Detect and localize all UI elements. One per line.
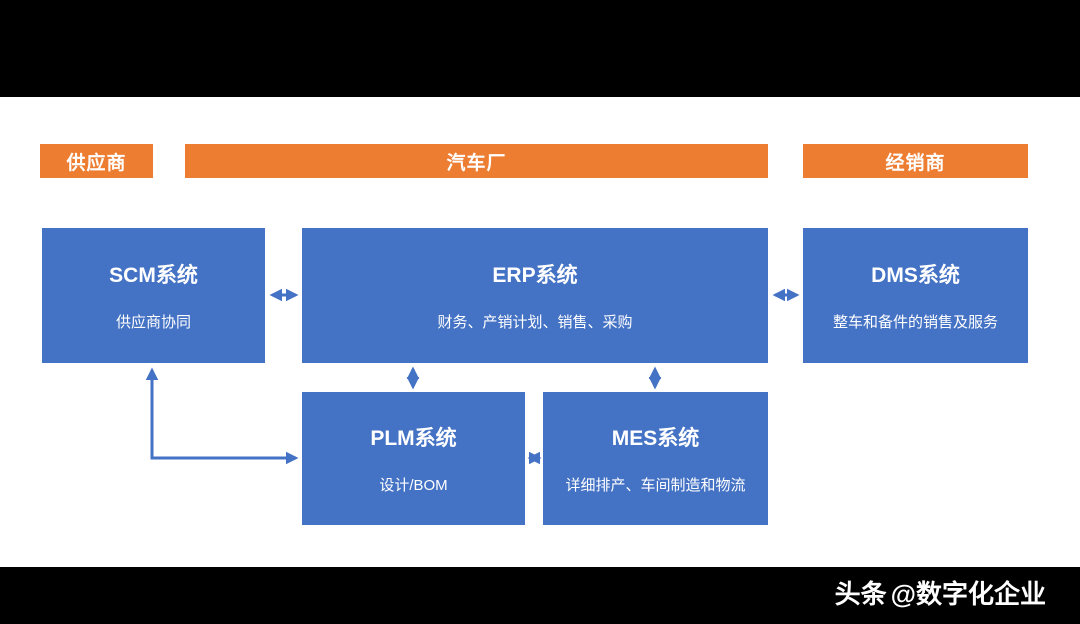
lane-header-factory-label: 汽车厂: [446, 152, 507, 174]
system-box-scm: SCM系统 供应商协同: [42, 228, 265, 363]
scm-title: SCM系统: [109, 264, 198, 287]
dms-subtitle: 整车和备件的销售及服务: [832, 314, 998, 331]
plm-subtitle: 设计/BOM: [379, 477, 448, 494]
lane-header-factory: 汽车厂: [185, 144, 768, 178]
watermark-brand: 头条: [834, 579, 887, 609]
system-box-plm: PLM系统 设计/BOM: [302, 392, 525, 525]
lane-header-dealer-label: 经销商: [885, 152, 946, 174]
erp-title: ERP系统: [492, 264, 578, 287]
plm-title: PLM系统: [370, 427, 457, 450]
erp-subtitle: 财务、产销计划、销售、采购: [437, 314, 633, 331]
system-box-dms: DMS系统 整车和备件的销售及服务: [803, 228, 1028, 363]
system-box-mes: MES系统 详细排产、车间制造和物流: [543, 392, 768, 525]
watermark: 头条 @数字化企业: [835, 574, 1046, 611]
lane-header-supplier-label: 供应商: [66, 152, 127, 174]
scm-subtitle: 供应商协同: [115, 314, 191, 331]
mes-title: MES系统: [611, 427, 700, 450]
dms-title: DMS系统: [871, 264, 960, 287]
watermark-handle: @数字化企业: [890, 579, 1046, 609]
system-box-erp: ERP系统 财务、产销计划、销售、采购: [302, 228, 768, 363]
mes-subtitle: 详细排产、车间制造和物流: [565, 477, 746, 494]
lane-header-supplier: 供应商: [40, 144, 153, 178]
lane-header-dealer: 经销商: [803, 144, 1028, 178]
